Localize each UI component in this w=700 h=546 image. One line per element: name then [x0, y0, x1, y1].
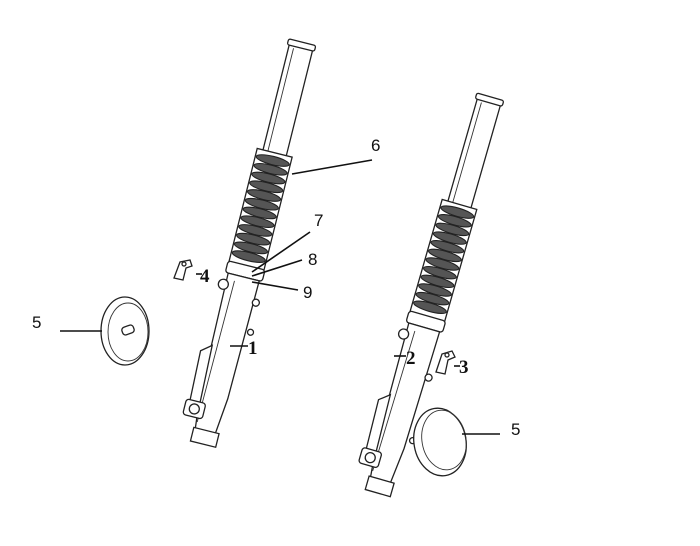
bracket-part-3	[435, 350, 456, 375]
fork-leg-right	[358, 92, 504, 498]
cap-right	[413, 407, 467, 477]
fork-leg-left	[182, 38, 317, 449]
bracket-part-4	[173, 259, 193, 281]
callout-9: 9	[303, 283, 312, 302]
callout-6: 6	[371, 136, 380, 155]
callout-1: 1	[248, 338, 258, 359]
callout-7: 7	[314, 211, 323, 230]
dust-gaiter-left	[227, 147, 293, 273]
callout-3: 3	[459, 357, 469, 378]
dust-gaiter-right	[408, 198, 478, 324]
callout-5-left: 5	[32, 313, 41, 332]
cap-left	[100, 296, 150, 366]
callout-2: 2	[406, 348, 416, 369]
callout-8: 8	[308, 250, 317, 269]
callout-5-right: 5	[511, 420, 520, 439]
callout-4: 4	[200, 266, 210, 287]
leader-lines	[60, 159, 500, 435]
